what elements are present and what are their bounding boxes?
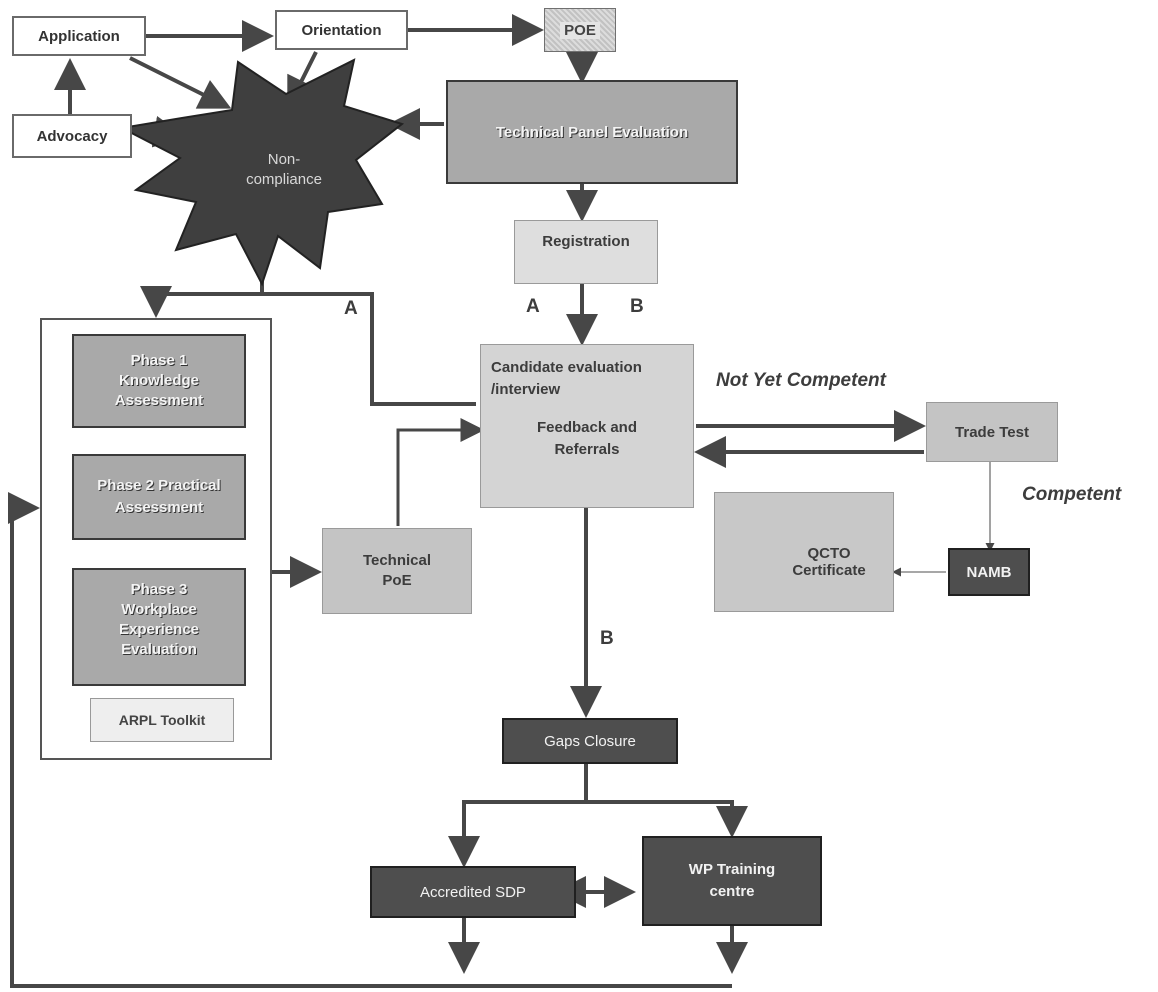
phase3-line-3: Experience [118, 621, 200, 638]
wp-training-centre-line-1: WP Training [688, 861, 776, 878]
phase3-line-2: Workplace [121, 601, 197, 618]
phase1-line-1: Phase 1 [130, 352, 188, 369]
path-a-left-label: A [344, 298, 358, 319]
feedback-referrals-line-2: Referrals [554, 441, 620, 458]
feedback-referrals-line-1: Feedback and [536, 419, 638, 436]
application-label: Application [38, 27, 120, 45]
qcto-certificate-box: QCTO Certificate [714, 492, 894, 612]
wp-training-centre-box: WP Training centre [642, 836, 822, 926]
path-a-center-label: A [526, 296, 540, 317]
technical-poe-line-2: PoE [382, 572, 412, 589]
arrow-noncompliance-candidate-a [262, 292, 476, 406]
namb-label: NAMB [966, 563, 1012, 581]
not-yet-competent-label: Not Yet Competent [716, 370, 886, 391]
orientation-label: Orientation [301, 21, 382, 39]
candidate-evaluation-line-1: Candidate evaluation [491, 359, 642, 376]
noncompliance-line-1: Non- [267, 151, 301, 168]
arpl-toolkit-box: ARPL Toolkit [90, 698, 234, 742]
arrow-feedback-loop [8, 492, 732, 988]
application-box: Application [12, 16, 146, 56]
technical-poe-line-1: Technical [362, 552, 432, 569]
arrow-application-noncompliance [129, 56, 232, 109]
registration-box: Registration [514, 220, 658, 284]
arrow-gaps-split [448, 764, 588, 868]
phase3-box: Phase 3 Workplace Experience Evaluation [72, 568, 246, 686]
phase1-line-2: Knowledge [118, 372, 199, 389]
technical-panel-evaluation-label: Technical Panel Evaluation [495, 123, 689, 141]
qcto-certificate-line-1: QCTO [807, 545, 851, 562]
arpl-toolkit-label: ARPL Toolkit [118, 712, 206, 728]
advocacy-label: Advocacy [36, 127, 108, 145]
path-b-lower-label: B [600, 628, 614, 649]
registration-label: Registration [542, 233, 630, 250]
phase3-line-4: Evaluation [121, 641, 197, 658]
arrow-noncompliance-toolkit [140, 278, 264, 318]
path-b-center-label: B [630, 296, 644, 317]
candidate-evaluation-line-2: /interview [491, 381, 561, 398]
advocacy-box: Advocacy [12, 114, 132, 158]
noncompliance-line-2: compliance [246, 171, 322, 188]
noncompliance-starburst [118, 58, 405, 287]
namb-box: NAMB [948, 548, 1030, 596]
phase2-line-1: Phase 2 Practical [97, 477, 221, 494]
noncompliance-text: Non- compliance [220, 140, 348, 200]
phase2-box: Phase 2 Practical Assessment [72, 454, 246, 540]
gaps-closure-box: Gaps Closure [502, 718, 678, 764]
qcto-certificate-line-2: Certificate [792, 562, 866, 579]
phase1-line-3: Assessment [114, 392, 204, 409]
candidate-evaluation-title: Candidate evaluation /interview [481, 357, 642, 401]
wp-training-centre-line-2: centre [709, 883, 755, 900]
trade-test-label: Trade Test [955, 423, 1029, 441]
technical-poe-box: Technical PoE [322, 528, 472, 614]
poe-label: POE [560, 21, 600, 39]
gaps-closure-label: Gaps Closure [544, 732, 636, 750]
arrow-gaps-wp [586, 800, 748, 838]
phase3-line-1: Phase 3 [130, 581, 188, 598]
arrow-technical-poe-candidate [396, 418, 485, 526]
orientation-box: Orientation [275, 10, 408, 50]
accredited-sdp-box: Accredited SDP [370, 866, 576, 918]
technical-panel-evaluation-box: Technical Panel Evaluation [446, 80, 738, 184]
phase1-box: Phase 1 Knowledge Assessment [72, 334, 246, 428]
trade-test-box: Trade Test [926, 402, 1058, 462]
competent-label: Competent [1022, 484, 1122, 505]
poe-box: POE [544, 8, 616, 52]
phase2-line-2: Assessment [114, 499, 204, 516]
feedback-referrals-text: Feedback and Referrals [537, 417, 637, 461]
candidate-evaluation-box: Candidate evaluation /interview Feedback… [480, 344, 694, 508]
accredited-sdp-label: Accredited SDP [420, 883, 526, 901]
